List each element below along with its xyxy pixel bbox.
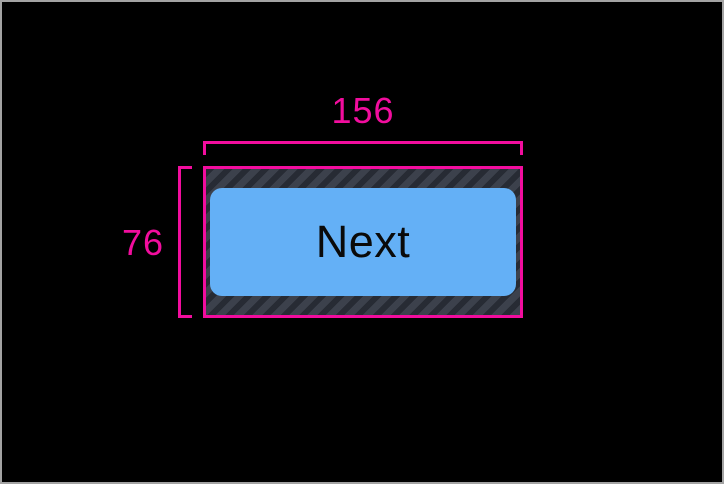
width-measure-bracket: [203, 141, 523, 155]
component-bounds-box: Next: [203, 166, 523, 318]
height-measure-bracket: [178, 166, 192, 318]
next-button[interactable]: Next: [210, 188, 516, 296]
height-dimension-label: 76: [121, 222, 164, 263]
width-dimension-label: 156: [331, 90, 395, 131]
